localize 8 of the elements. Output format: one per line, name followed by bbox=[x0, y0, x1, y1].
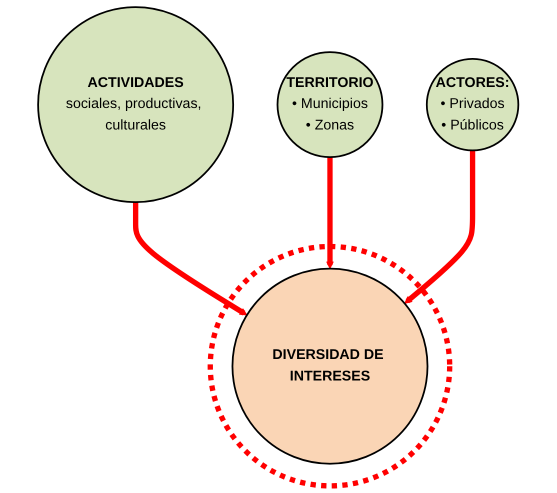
node-circle: ACTORES: • Privados • Públicos bbox=[426, 58, 520, 152]
arrow bbox=[404, 150, 476, 304]
node-circle: DIVERSIDAD DE INTERESES bbox=[232, 268, 429, 465]
node-circle: ACTIVIDADES sociales, productivas, culturales bbox=[37, 6, 234, 204]
arrow bbox=[133, 202, 248, 316]
node-circle: TERRITORIO • Municipios • Zonas bbox=[276, 51, 384, 158]
cluster bbox=[208, 244, 453, 489]
arrow bbox=[326, 157, 334, 270]
